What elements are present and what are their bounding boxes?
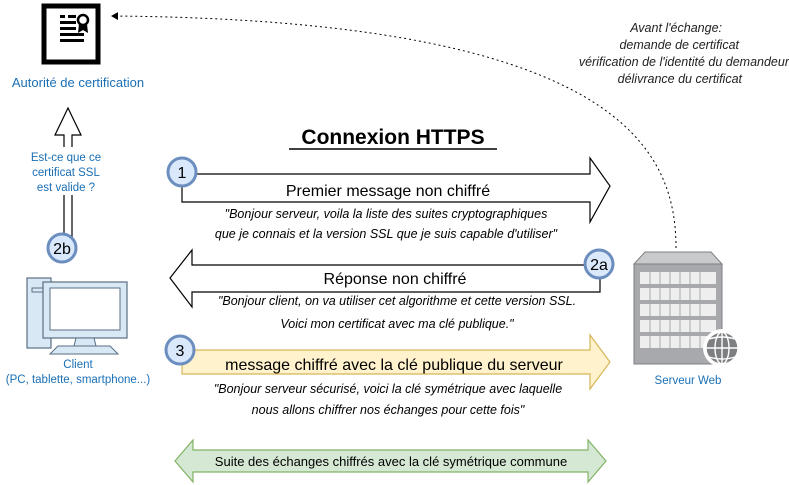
step2a-arrow — [169, 248, 601, 309]
svg-text:1: 1 — [178, 165, 187, 182]
step2a-arrow-label: Réponse non chiffré — [324, 271, 467, 288]
ca-dotted-arrow — [111, 12, 677, 249]
ca-label: Autorité de certification — [12, 75, 144, 90]
step1-quote-line: que je connais et la version SSL que je … — [215, 227, 558, 241]
client-sublabel: (PC, tablette, smartphone...) — [6, 374, 151, 386]
svg-text:2a: 2a — [590, 257, 608, 274]
svg-text:2b: 2b — [53, 241, 71, 258]
badge-3: 3 — [164, 334, 196, 366]
certificate-icon — [41, 3, 101, 65]
final-double-arrow — [174, 438, 607, 484]
step1-arrow-label: Premier message non chiffré — [286, 183, 490, 200]
step2a-quote-line: Voici mon certificat avec ma clé publiqu… — [280, 317, 514, 331]
server-label: Serveur Web — [655, 375, 722, 387]
server-icon — [632, 251, 741, 367]
step3-arrow — [181, 333, 611, 391]
pre-exchange-notes: Avant l'échange: demande de certificat v… — [579, 21, 789, 86]
validity-line: certificat SSL — [32, 167, 100, 179]
client-label: Client — [63, 359, 93, 371]
globe-icon — [703, 329, 741, 367]
svg-text:3: 3 — [176, 343, 185, 360]
pre-exchange-line: délivrance du certificat — [618, 72, 743, 86]
validity-line: Est-ce que ce — [31, 152, 101, 164]
pre-exchange-line: vérification de l'identité du demandeur — [579, 55, 789, 69]
step1-quote-line: "Bonjour serveur, voila la liste des sui… — [225, 207, 548, 221]
badge-2a: 2a — [583, 248, 615, 280]
badge-2b: 2b — [46, 232, 78, 264]
pre-exchange-line: demande de certificat — [619, 38, 739, 52]
step3-quote-line: "Bonjour serveur sécurisé, voici la clé … — [214, 382, 562, 396]
pre-exchange-line: Avant l'échange: — [629, 21, 722, 35]
validity-line: est valide ? — [37, 182, 95, 194]
final-label: Suite des échanges chiffrés avec la clé … — [215, 454, 567, 469]
step3-quote-line: nous allons chiffrer nos échanges pour c… — [252, 403, 525, 417]
step1-arrow — [181, 156, 611, 225]
client-computer-icon — [26, 277, 128, 355]
step3-arrow-label: message chiffré avec la clé publique du … — [225, 357, 563, 374]
step2a-quote-line: "Bonjour client, on va utiliser cet algo… — [218, 294, 576, 308]
diagram-title: Connexion HTTPS — [301, 126, 484, 149]
validity-question: Est-ce que ce certificat SSL est valide … — [31, 152, 101, 194]
badge-1: 1 — [166, 156, 198, 188]
